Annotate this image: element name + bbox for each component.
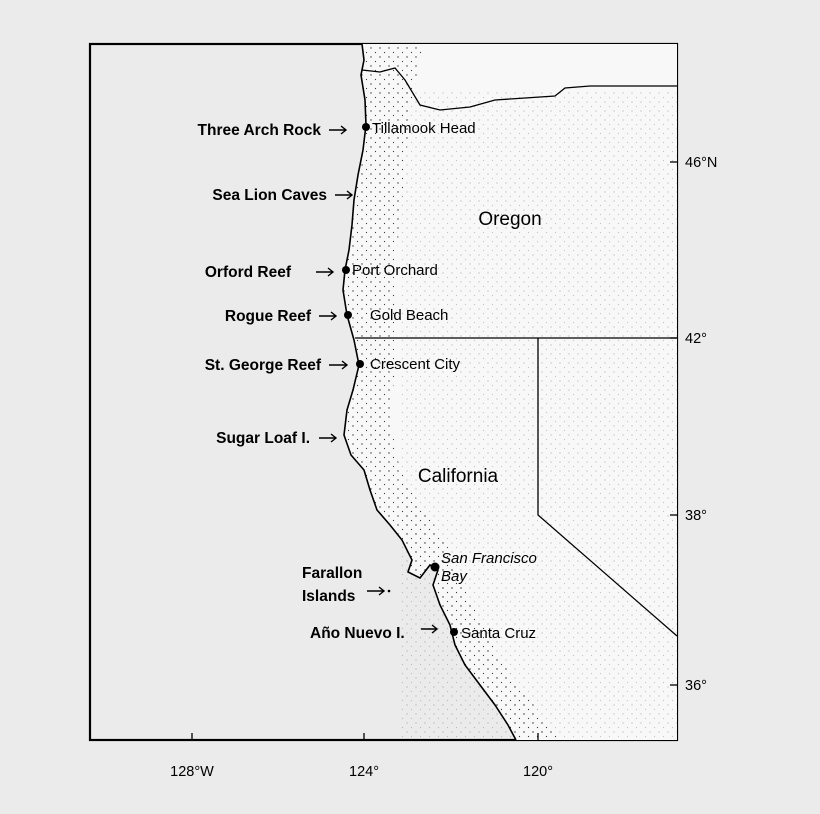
site-label-sea-lion-caves: Sea Lion Caves [212, 187, 327, 204]
arrow-sugar-loaf [319, 433, 338, 443]
lon-label-128w: 128°W [170, 764, 214, 780]
site-arrows [316, 125, 439, 634]
town-label-san-francisco: San Francisco [441, 550, 537, 567]
nevada-border [537, 338, 677, 637]
marker-crescent-city [356, 360, 364, 368]
town-label-gold-beach: Gold Beach [370, 307, 448, 324]
site-label-three-arch-rock: Three Arch Rock [198, 122, 322, 139]
marker-gold-beach [344, 311, 352, 319]
marker-port-orchard [342, 266, 350, 274]
lat-label-46: 46°N [685, 155, 717, 171]
arrow-rogue-reef [319, 311, 338, 321]
lon-label-120: 120° [523, 764, 553, 780]
columbia-river-border [361, 67, 677, 111]
town-label-santa-cruz: Santa Cruz [461, 625, 536, 642]
state-label-california: California [418, 466, 499, 487]
arrow-sea-lion-caves [335, 190, 354, 200]
arrow-st-george-reef [329, 360, 349, 370]
site-label-orford-reef: Orford Reef [205, 264, 292, 281]
site-label-st-george-reef: St. George Reef [205, 357, 322, 374]
lat-label-36: 36° [685, 678, 707, 694]
arrow-farallon [367, 586, 386, 596]
coastal-stipple [343, 44, 560, 740]
site-label-rogue-reef: Rogue Reef [225, 308, 312, 325]
arrow-ano-nuevo [421, 624, 439, 634]
state-label-oregon: Oregon [478, 209, 541, 230]
latitude-ticks [670, 161, 677, 686]
marker-santa-cruz [450, 628, 458, 636]
coastline [342, 44, 517, 740]
town-label-tillamook-head: Tillamook Head [372, 120, 476, 137]
marker-tillamook-head [362, 123, 370, 131]
site-label-farallon: Farallon [302, 565, 362, 582]
lon-label-124: 124° [349, 764, 379, 780]
lat-label-42: 42° [685, 331, 707, 347]
arrow-three-arch-rock [329, 125, 348, 135]
marker-san-francisco [430, 562, 440, 572]
farallon-islands-dot [387, 589, 391, 593]
town-label-port-orchard: Port Orchard [352, 262, 438, 279]
arrow-orford-reef [316, 267, 335, 277]
lat-label-38: 38° [685, 508, 707, 524]
town-label-crescent-city: Crescent City [370, 356, 461, 373]
site-label-ano-nuevo: Año Nuevo I. [310, 625, 405, 642]
longitude-ticks [191, 733, 539, 740]
site-label-islands: Islands [302, 588, 355, 605]
town-label-bay: Bay [441, 568, 468, 585]
site-label-sugar-loaf: Sugar Loaf I. [216, 430, 310, 447]
town-markers [342, 123, 458, 636]
